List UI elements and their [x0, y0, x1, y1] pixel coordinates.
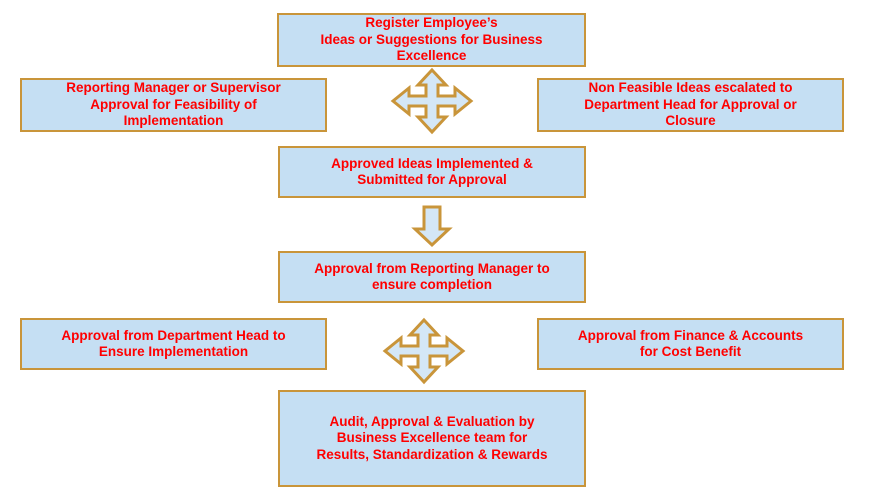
- down-arrow-icon: [411, 205, 453, 248]
- audit-evaluation-box: Audit, Approval & Evaluation by Business…: [278, 390, 586, 487]
- finance-approval-box: Approval from Finance & Accounts for Cos…: [537, 318, 844, 370]
- ideas-implemented-box: Approved Ideas Implemented & Submitted f…: [278, 146, 586, 198]
- four-way-arrow-icon: [390, 67, 474, 135]
- four-way-arrow-icon: [382, 317, 466, 385]
- non-feasible-escalation-box: Non Feasible Ideas escalated to Departme…: [537, 78, 844, 132]
- register-ideas-box: Register Employee’s Ideas or Suggestions…: [277, 13, 586, 67]
- dept-head-approval-box: Approval from Department Head to Ensure …: [20, 318, 327, 370]
- manager-completion-box: Approval from Reporting Manager to ensur…: [278, 251, 586, 303]
- manager-feasibility-box: Reporting Manager or Supervisor Approval…: [20, 78, 327, 132]
